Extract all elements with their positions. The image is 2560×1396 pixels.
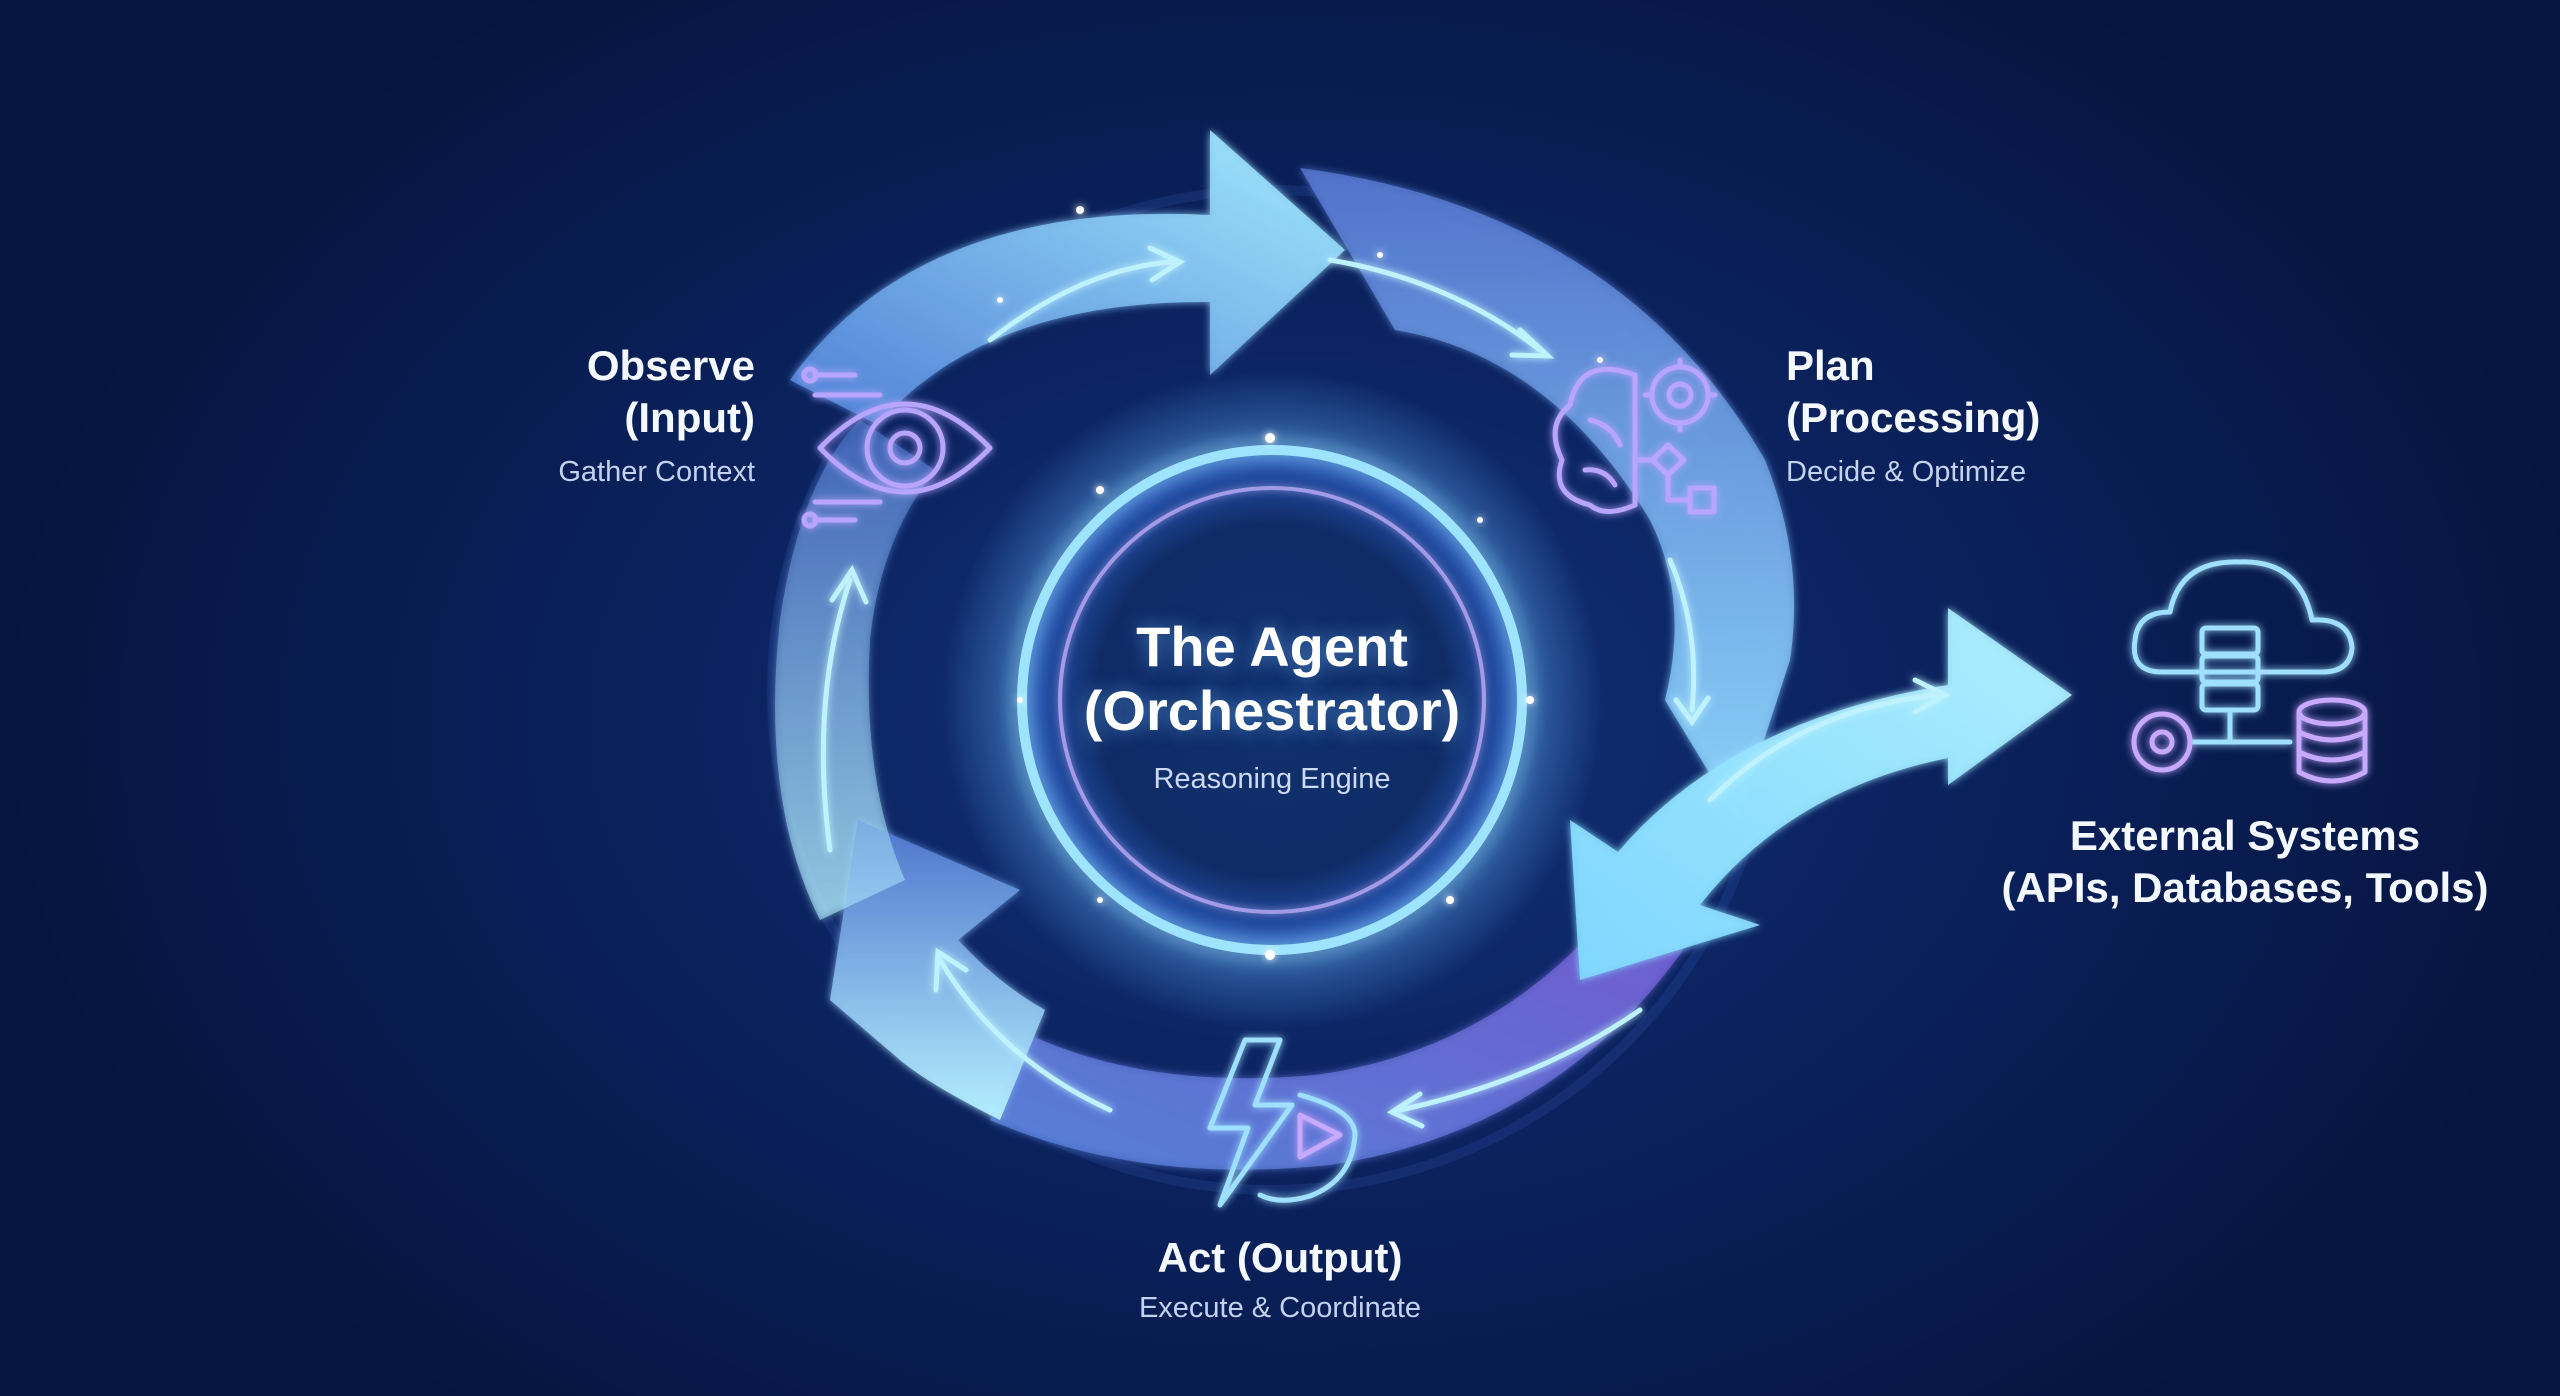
act-title: Act (Output) (1157, 1234, 1403, 1281)
arrow-left-arc (775, 420, 935, 920)
eye-icon (801, 366, 993, 529)
plan-subtitle: Decide & Optimize (1786, 456, 2027, 488)
external-title-line1: External Systems (2069, 812, 2421, 859)
act-label: Act (Output) Execute & Coordinate (1080, 1232, 1480, 1326)
center-ring-inner (1058, 486, 1486, 914)
arrow-plan-to-act (1300, 168, 1795, 820)
sparkles (997, 206, 1603, 960)
observe-title-line2: (Input) (624, 394, 755, 441)
brain-gear-icon (1552, 357, 1718, 515)
observe-label: Observe (Input) Gather Context (558, 340, 755, 490)
external-systems-label: External Systems (APIs, Databases, Tools… (1940, 810, 2550, 914)
arrow-external-systems (1570, 608, 2072, 980)
center-title-line2: (Orchestrator) (1083, 679, 1461, 742)
arrow-act-to-observe (990, 900, 1690, 1170)
external-title-line2: (APIs, Databases, Tools) (2001, 864, 2489, 911)
act-subtitle: Execute & Coordinate (1138, 1292, 1422, 1324)
center-title-line1: The Agent (1136, 615, 1408, 678)
plan-title-line2: (Processing) (1786, 394, 2041, 441)
plan-title-line1: Plan (1786, 342, 1875, 389)
observe-title-line1: Observe (586, 342, 755, 389)
flow-accents (820, 245, 1951, 1129)
center-disc (1020, 448, 1524, 952)
arrow-observe-to-plan (790, 130, 1345, 425)
lightning-play-icon (1207, 1037, 1358, 1208)
cloud-database-icon (2131, 559, 2368, 784)
observe-subtitle: Gather Context (558, 456, 755, 488)
center-label: The Agent (Orchestrator) Reasoning Engin… (1072, 615, 1472, 797)
center-subtitle: Reasoning Engine (1153, 763, 1391, 795)
plan-label: Plan (Processing) Decide & Optimize (1786, 340, 2040, 490)
